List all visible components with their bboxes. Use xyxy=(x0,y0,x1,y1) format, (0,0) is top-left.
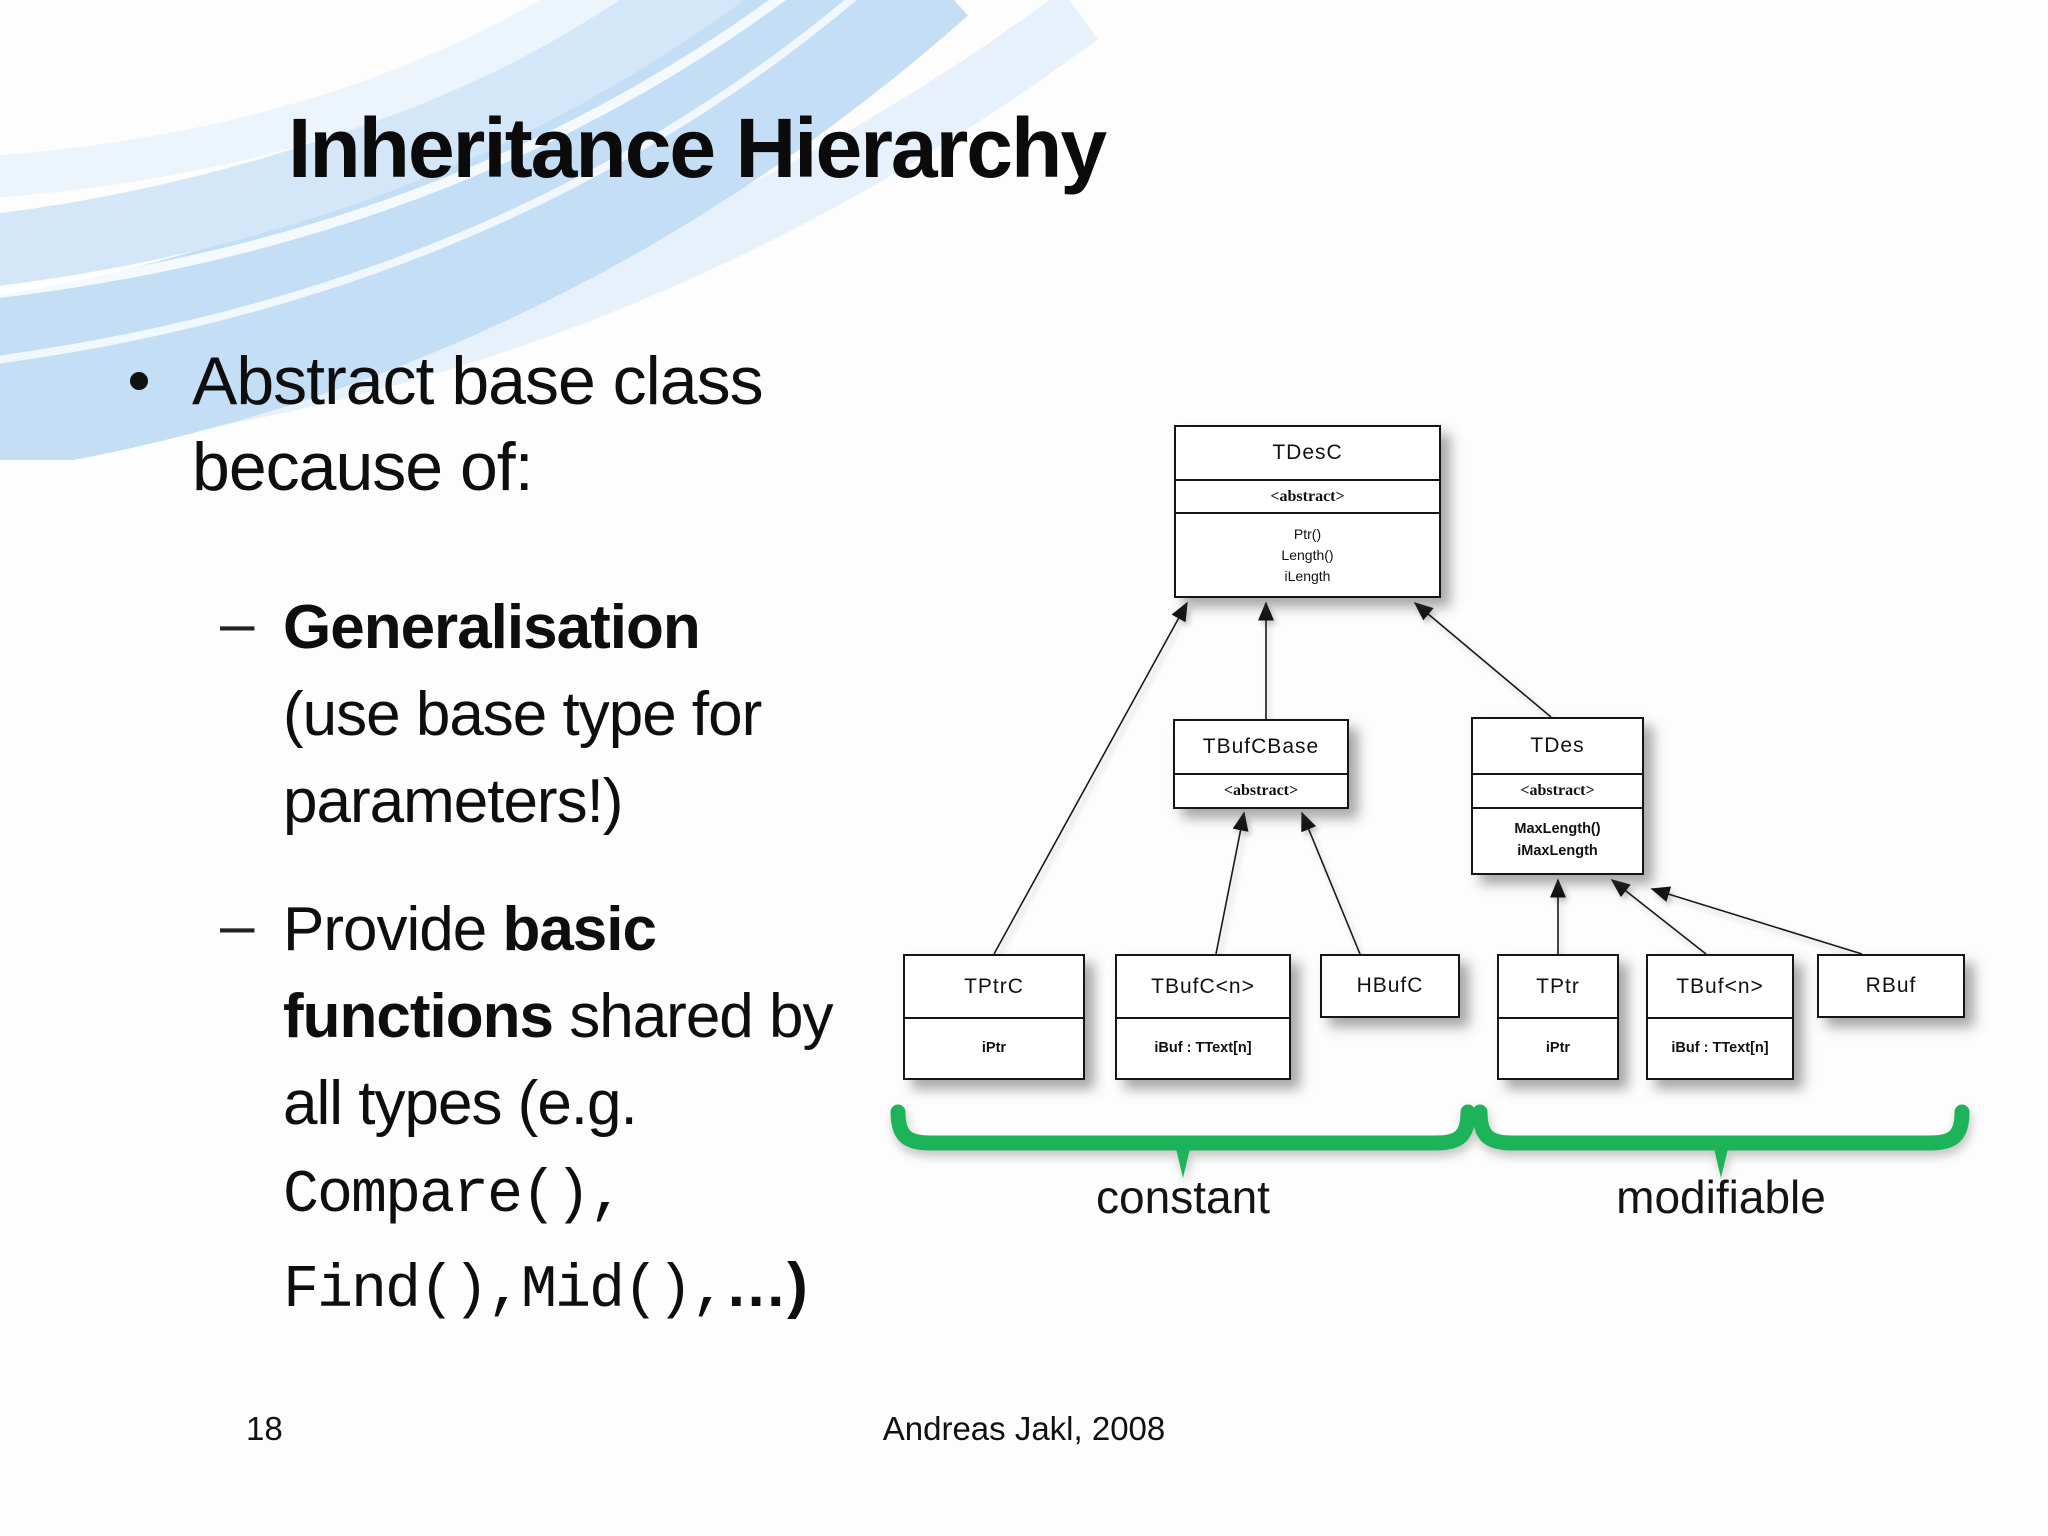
class-name: RBuf xyxy=(1865,974,1917,997)
brace-label-constant: constant xyxy=(1096,1171,1270,1223)
member: iBuf : TText[n] xyxy=(1154,1039,1252,1056)
class-box-hbufc: HBufC xyxy=(1320,954,1460,1018)
class-members: MaxLength() iMaxLength xyxy=(1473,807,1642,873)
sub2-line2-regular: shared by xyxy=(552,982,833,1051)
sub2-line5-bold: …) xyxy=(725,1251,808,1320)
sub1-line2: (use base type for xyxy=(283,680,762,749)
bullet-main-line1: Abstract base class xyxy=(192,343,764,419)
sub2-line1-bold: basic xyxy=(502,895,657,964)
sub2-line4-code: Compare(), xyxy=(283,1162,625,1230)
class-members: iPtr xyxy=(905,1017,1083,1078)
member: iLength xyxy=(1284,567,1331,584)
dash-marker: – xyxy=(220,589,255,658)
dash-marker: – xyxy=(220,891,255,960)
class-name: TDesC xyxy=(1272,441,1343,464)
class-box-tdes: TDes <abstract> MaxLength() iMaxLength xyxy=(1471,717,1644,875)
member: Length() xyxy=(1281,546,1334,563)
member: iPtr xyxy=(1545,1039,1571,1056)
class-box-tbufcbase: TBufCBase <abstract> xyxy=(1173,719,1349,809)
class-box-tptrc: TPtrC iPtr xyxy=(903,954,1085,1080)
class-name: TBufCBase xyxy=(1202,735,1320,758)
member: iBuf : TText[n] xyxy=(1671,1039,1769,1056)
sub2-line5-code: Find(),Mid(), xyxy=(283,1257,727,1325)
member: Ptr() xyxy=(1293,525,1322,542)
member: iMaxLength xyxy=(1517,843,1598,859)
sub2-line3: all types (e.g. xyxy=(283,1069,638,1138)
class-stereotype: <abstract> xyxy=(1473,773,1642,807)
class-stereotype: <abstract> xyxy=(1175,773,1347,807)
bullet-dot xyxy=(130,372,148,390)
sub2-line1: Provide basic xyxy=(283,894,657,965)
class-name: TBufC<n> xyxy=(1151,974,1255,998)
brace-label-modifiable: modifiable xyxy=(1616,1171,1826,1223)
class-name: HBufC xyxy=(1356,974,1424,997)
sub2-line2: functions shared by xyxy=(283,981,833,1052)
sub1-line1: Generalisation xyxy=(283,593,701,662)
sub2-line2-bold: functions xyxy=(283,982,554,1051)
bullet-main-line2: because of: xyxy=(192,429,534,505)
grouping-braces xyxy=(890,1104,1970,1178)
footer-credit: Andreas Jakl, 2008 xyxy=(882,1410,1166,1447)
member: MaxLength() xyxy=(1514,821,1601,838)
class-box-tbuf-n: TBuf<n> iBuf : TText[n] xyxy=(1646,954,1794,1080)
page-number: 18 xyxy=(246,1410,283,1447)
class-name: TPtrC xyxy=(964,974,1024,998)
class-box-tptr: TPtr iPtr xyxy=(1497,954,1619,1080)
class-members: iBuf : TText[n] xyxy=(1648,1017,1792,1078)
page-title: Inheritance Hierarchy xyxy=(288,101,1107,195)
class-members: iBuf : TText[n] xyxy=(1117,1017,1289,1078)
class-name: TBuf<n> xyxy=(1676,974,1764,998)
class-box-tdesc: TDesC <abstract> Ptr() Length() iLength xyxy=(1174,425,1441,598)
class-box-rbuf: RBuf xyxy=(1817,954,1965,1018)
sub1-line3: parameters!) xyxy=(283,767,623,836)
class-name: TPtr xyxy=(1536,974,1580,998)
class-stereotype: <abstract> xyxy=(1176,479,1439,512)
class-members: iPtr xyxy=(1499,1017,1617,1078)
sub2-line5: Find(),Mid(),…) xyxy=(283,1250,808,1325)
class-box-tbufc-n: TBufC<n> iBuf : TText[n] xyxy=(1115,954,1291,1080)
sub2-line1-regular: Provide xyxy=(283,895,503,964)
class-name: TDes xyxy=(1530,734,1585,757)
member: iPtr xyxy=(981,1039,1007,1056)
class-members: Ptr() Length() iLength xyxy=(1176,512,1439,596)
